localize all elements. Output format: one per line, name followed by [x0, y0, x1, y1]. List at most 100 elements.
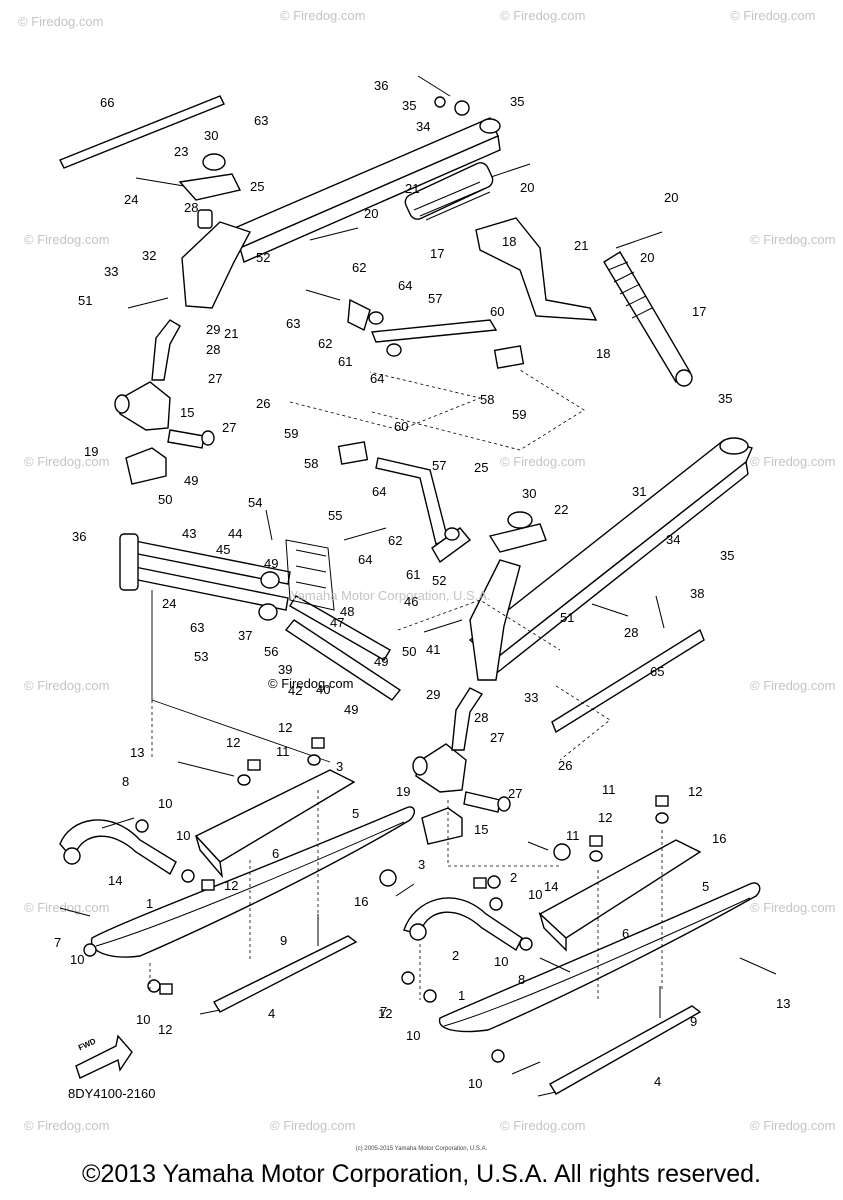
watermark: © Firedog.com	[750, 678, 835, 693]
callout-number: 13	[130, 745, 144, 760]
callout-number: 10	[70, 952, 84, 967]
callout-number: 10	[158, 796, 172, 811]
callout-number: 41	[426, 642, 440, 657]
callout-number: 2	[510, 870, 517, 885]
callout-number: 66	[100, 95, 114, 110]
callout-number: 58	[480, 392, 494, 407]
callout-number: 59	[284, 426, 298, 441]
callout-number: 10	[176, 828, 190, 843]
callout-number: 56	[264, 644, 278, 659]
callout-number: 30	[204, 128, 218, 143]
watermark: © Firedog.com	[24, 232, 109, 247]
callout-number: 57	[428, 291, 442, 306]
watermark: © Firedog.com	[750, 1118, 835, 1133]
callout-number: 20	[364, 206, 378, 221]
diagram-code: 8DY4100-2160	[68, 1086, 156, 1101]
callout-number: 8	[122, 774, 129, 789]
callout-number: 3	[418, 857, 425, 872]
callout-number: 64	[358, 552, 372, 567]
callout-number: 61	[406, 567, 420, 582]
watermark: © Firedog.com	[500, 8, 585, 23]
callout-number: 33	[524, 690, 538, 705]
callout-number: 58	[304, 456, 318, 471]
callout-number: 63	[254, 113, 268, 128]
callout-number: 62	[318, 336, 332, 351]
callout-number: 21	[405, 181, 419, 196]
callout-number: 6	[622, 926, 629, 941]
callout-number: 18	[596, 346, 610, 361]
callout-number: 20	[520, 180, 534, 195]
left-ski-assembly	[59, 700, 416, 1015]
callout-number: 9	[690, 1014, 697, 1029]
callout-number: 40	[316, 682, 330, 697]
callout-number: 8	[518, 972, 525, 987]
center-copyright: © Firedog.com	[268, 676, 353, 691]
callout-number: 4	[654, 1074, 661, 1089]
watermarks: © Firedog.com © Firedog.com © Firedog.co…	[18, 8, 835, 1133]
callout-number: 64	[370, 371, 384, 386]
callout-number: 27	[490, 730, 504, 745]
callout-number: 21	[574, 238, 588, 253]
callout-number: 24	[124, 192, 138, 207]
callout-number: 46	[404, 594, 418, 609]
callout-number: 62	[352, 260, 366, 275]
callout-number: 31	[632, 484, 646, 499]
callout-number: 21	[224, 326, 238, 341]
callout-number: 63	[286, 316, 300, 331]
callout-number: 16	[354, 894, 368, 909]
watermark: © Firedog.com	[500, 1118, 585, 1133]
watermark: © Firedog.com	[500, 454, 585, 469]
callout-number: 10	[528, 887, 542, 902]
small-print: (c) 2005-2015 Yamaha Motor Corporation, …	[355, 1146, 488, 1152]
callout-number: 49	[184, 473, 198, 488]
callout-number: 48	[340, 604, 354, 619]
callout-number: 12	[226, 735, 240, 750]
callout-number: 25	[250, 179, 264, 194]
callout-number: 17	[430, 246, 444, 261]
callout-number: 44	[228, 526, 242, 541]
callout-number: 42	[288, 683, 302, 698]
callout-number: 52	[256, 250, 270, 265]
callout-number: 28	[206, 342, 220, 357]
callout-number: 39	[278, 662, 292, 677]
callout-number: 17	[692, 304, 706, 319]
callout-number: 1	[146, 896, 153, 911]
right-ski-assembly	[401, 795, 777, 1097]
callout-number: 3	[336, 759, 343, 774]
watermark: © Firedog.com	[270, 1118, 355, 1133]
callout-number: 28	[624, 625, 638, 640]
callout-number: 25	[474, 460, 488, 475]
watermark: © Firedog.com	[730, 8, 815, 23]
callout-number: 11	[276, 744, 290, 759]
callout-number: 13	[776, 996, 790, 1011]
callout-number: 63	[190, 620, 204, 635]
copyright-notice: ©2013 Yamaha Motor Corporation, U.S.A. A…	[82, 1160, 761, 1188]
callout-number: 43	[182, 526, 196, 541]
callout-number: 4	[268, 1006, 275, 1021]
callout-number: 24	[162, 596, 176, 611]
callout-number: 14	[108, 873, 122, 888]
watermark: © Firedog.com	[24, 678, 109, 693]
callout-number: 20	[664, 190, 678, 205]
callout-number: 60	[490, 304, 504, 319]
callout-number: 33	[104, 264, 118, 279]
callout-number: 54	[248, 495, 262, 510]
callout-number: 2	[452, 948, 459, 963]
callout-number: 57	[432, 458, 446, 473]
watermark: © Firedog.com	[24, 454, 109, 469]
callout-number: 38	[690, 586, 704, 601]
callout-number: 10	[468, 1076, 482, 1091]
callout-number: 45	[216, 542, 230, 557]
callout-number: 12	[278, 720, 292, 735]
callout-number: 7	[54, 935, 61, 950]
callout-number: 12	[688, 784, 702, 799]
watermark: © Firedog.com	[280, 8, 365, 23]
callout-number: 64	[372, 484, 386, 499]
callout-number: 27	[508, 786, 522, 801]
callout-number: 15	[180, 405, 194, 420]
callout-number: 20	[640, 250, 654, 265]
callout-number: 61	[338, 354, 352, 369]
callout-number: 28	[474, 710, 488, 725]
fwd-arrow-icon	[75, 1034, 133, 1079]
callout-number: 62	[388, 533, 402, 548]
